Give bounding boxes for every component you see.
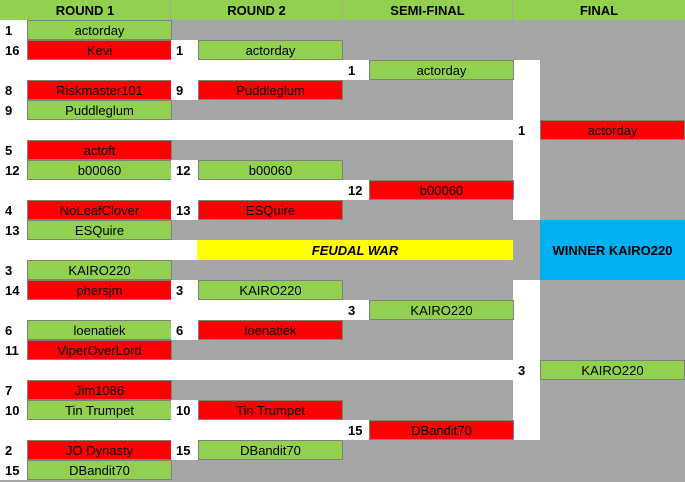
round1-player[interactable]: NoLeafClover [27,200,172,220]
header-final: FINAL [513,0,685,20]
bracket-connector [0,240,197,260]
round1-seed: 1 [0,20,27,40]
bracket-connector [0,360,513,380]
bracket-connector [0,300,343,320]
semifinal-player[interactable]: DBandit70 [369,420,514,440]
round1-seed: 4 [0,200,27,220]
round1-seed: 3 [0,260,27,280]
semifinal-seed: 15 [343,420,370,440]
round2-player[interactable]: DBandit70 [198,440,343,460]
header-round2: ROUND 2 [171,0,342,20]
round1-player[interactable]: DBandit70 [27,460,172,480]
bracket-connector [513,280,540,360]
round2-seed: 3 [171,280,198,300]
bracket-connector [0,60,343,80]
round1-seed: 2 [0,440,27,460]
final-seed: 1 [513,120,540,140]
round1-player[interactable]: Kevi [27,40,172,60]
round1-seed: 12 [0,160,27,180]
round1-seed: 7 [0,380,27,400]
bracket-connector [513,140,540,220]
semifinal-seed: 3 [343,300,370,320]
header-round1: ROUND 1 [0,0,170,20]
semifinal-player[interactable]: KAIRO220 [369,300,514,320]
round2-seed: 9 [171,80,198,100]
round2-player[interactable]: actorday [198,40,343,60]
round1-player[interactable]: loenatiek [27,320,172,340]
round1-player[interactable]: Riskmaster101 [27,80,172,100]
event-banner: FEUDAL WAR [197,240,513,260]
round1-seed: 8 [0,80,27,100]
round1-seed: 10 [0,400,27,420]
round2-player[interactable]: ESQuire [198,200,343,220]
round1-seed: 15 [0,460,27,480]
round1-player[interactable]: actoft [27,140,172,160]
winner-box: WINNER KAIRO220 [540,220,685,280]
round2-seed: 1 [171,40,198,60]
round2-player[interactable]: KAIRO220 [198,280,343,300]
bracket-connector [0,420,343,440]
round1-seed: 5 [0,140,27,160]
round1-player[interactable]: Jim1086 [27,380,172,400]
round2-player[interactable]: b00060 [198,160,343,180]
round1-seed: 9 [0,100,27,120]
semifinal-seed: 12 [343,180,370,200]
semifinal-player[interactable]: b00060 [369,180,514,200]
round1-player[interactable]: KAIRO220 [27,260,172,280]
final-player[interactable]: KAIRO220 [540,360,685,380]
round1-player[interactable]: actorday [27,20,172,40]
round1-seed: 11 [0,340,27,360]
round2-player[interactable]: Tin Trumpet [198,400,343,420]
round2-seed: 15 [171,440,198,460]
bracket-connector [0,120,513,140]
round1-player[interactable]: phersjm [27,280,172,300]
round1-player[interactable]: b00060 [27,160,172,180]
round2-seed: 12 [171,160,198,180]
bracket-connector [513,60,540,120]
round1-player[interactable]: Tin Trumpet [27,400,172,420]
round1-player[interactable]: ViperOverLord [27,340,172,360]
final-player[interactable]: actorday [540,120,685,140]
round2-seed: 10 [171,400,198,420]
round2-player[interactable]: loenatiek [198,320,343,340]
round2-seed: 13 [171,200,198,220]
round1-player[interactable]: Puddleglum [27,100,172,120]
semifinal-player[interactable]: actorday [369,60,514,80]
round1-player[interactable]: JO Dynasty [27,440,172,460]
bracket-connector [0,180,343,200]
round2-player[interactable]: Puddleglum [198,80,343,100]
bracket-connector [513,380,540,440]
round2-seed: 6 [171,320,198,340]
header-semifinal: SEMI-FINAL [343,0,512,20]
round1-seed: 6 [0,320,27,340]
round1-seed: 14 [0,280,27,300]
round1-seed: 16 [0,40,27,60]
final-seed: 3 [513,360,540,380]
semifinal-seed: 1 [343,60,370,80]
round1-player[interactable]: ESQuire [27,220,172,240]
round1-seed: 13 [0,220,27,240]
